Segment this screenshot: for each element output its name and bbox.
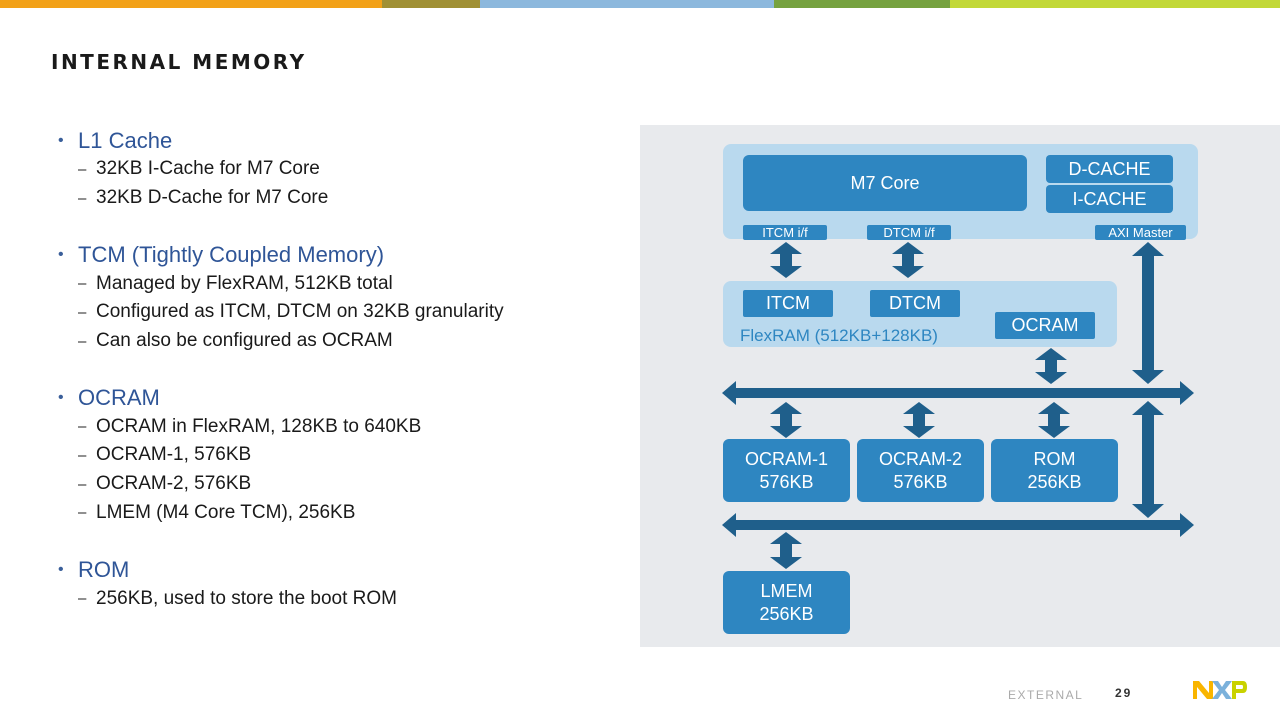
ocram1-block: OCRAM-1 576KB (723, 439, 850, 502)
list-item: OCRAM-1, 576KB (96, 444, 252, 466)
list-item: OCRAM-2, 576KB (96, 473, 252, 495)
list-item: OCRAM in FlexRAM, 128KB to 640KB (96, 415, 422, 437)
dash-icon: – (78, 332, 87, 350)
lmem-block: LMEM 256KB (723, 571, 850, 634)
topbar-segment-green (774, 0, 950, 8)
dash-icon: – (78, 504, 87, 522)
dash-icon: – (78, 275, 87, 293)
dash-icon: – (78, 418, 87, 436)
ocram2-name: OCRAM-2 (878, 448, 962, 469)
dtcm-interface-tag: DTCM i/f (867, 225, 951, 240)
rom-name: ROM (1033, 448, 1076, 469)
bullet-icon: • (58, 132, 64, 149)
section-ocram: •OCRAM –OCRAM in FlexRAM, 128KB to 640KB… (58, 384, 628, 527)
section-l1-cache: • L1 Cache –32KB I-Cache for M7 Core –32K… (58, 127, 628, 212)
list-item: Managed by FlexRAM, 512KB total (96, 272, 393, 294)
rom-block: ROM 256KB (991, 439, 1118, 502)
itcm-block: ITCM (743, 290, 833, 317)
section-heading: ROM (78, 557, 130, 583)
page-number: 29 (1115, 686, 1133, 700)
topbar-segment-olive (382, 0, 480, 8)
bullet-list: •L1 Cache –32KB I-Cache for M7 Core –32K… (58, 127, 628, 642)
lmem-size: 256KB (759, 603, 814, 624)
dcache-block: D-CACHE (1046, 155, 1173, 183)
list-item: Configured as ITCM, DTCM on 32KB granula… (96, 301, 504, 323)
ocram2-block: OCRAM-2 576KB (857, 439, 984, 502)
dash-icon: – (78, 189, 87, 207)
topbar-segment-orange (0, 0, 382, 8)
itcm-interface-tag: ITCM i/f (743, 225, 827, 240)
section-heading: OCRAM (78, 385, 160, 411)
axi-master-tag: AXI Master (1095, 225, 1186, 240)
list-item: LMEM (M4 Core TCM), 256KB (96, 501, 356, 523)
topbar-segment-lightblue (480, 0, 774, 8)
topbar-segment-lime (950, 0, 1280, 8)
dash-icon: – (78, 160, 87, 178)
bullet-icon: • (58, 246, 64, 264)
section-heading: TCM (Tightly Coupled Memory) (78, 242, 385, 268)
dash-icon: – (78, 475, 87, 493)
section-tcm: •TCM (Tightly Coupled Memory) –Managed b… (58, 241, 628, 355)
list-item: 32KB D-Cache for M7 Core (96, 187, 329, 209)
rom-size: 256KB (1027, 471, 1082, 492)
page-title: INTERNAL MEMORY (51, 50, 307, 74)
lmem-name: LMEM (760, 580, 813, 601)
list-item: 32KB I-Cache for M7 Core (96, 158, 320, 180)
dash-icon: – (78, 446, 87, 464)
ocram1-name: OCRAM-1 (744, 448, 828, 469)
dtcm-block: DTCM (870, 290, 960, 317)
dash-icon: – (78, 303, 87, 321)
footer-classification: EXTERNAL (1008, 688, 1084, 702)
ocram1-size: 576KB (759, 471, 814, 492)
ocram-block: OCRAM (995, 312, 1095, 339)
icache-block: I-CACHE (1046, 185, 1173, 213)
flexram-label: FlexRAM (512KB+128KB) (740, 326, 938, 345)
list-item: 256KB, used to store the boot ROM (96, 587, 398, 609)
list-item: Can also be configured as OCRAM (96, 330, 393, 352)
bullet-icon: • (58, 389, 64, 407)
ocram2-size: 576KB (893, 471, 948, 492)
m7-core-block: M7 Core (743, 155, 1027, 211)
section-rom: • ROM –256KB, used to store the boot ROM (58, 556, 628, 613)
nxp-logo-icon (1193, 681, 1247, 699)
top-color-bar (0, 0, 1280, 8)
section-heading: L1 Cache (78, 128, 173, 153)
dash-icon: – (78, 590, 87, 608)
bullet-icon: • (58, 561, 64, 579)
